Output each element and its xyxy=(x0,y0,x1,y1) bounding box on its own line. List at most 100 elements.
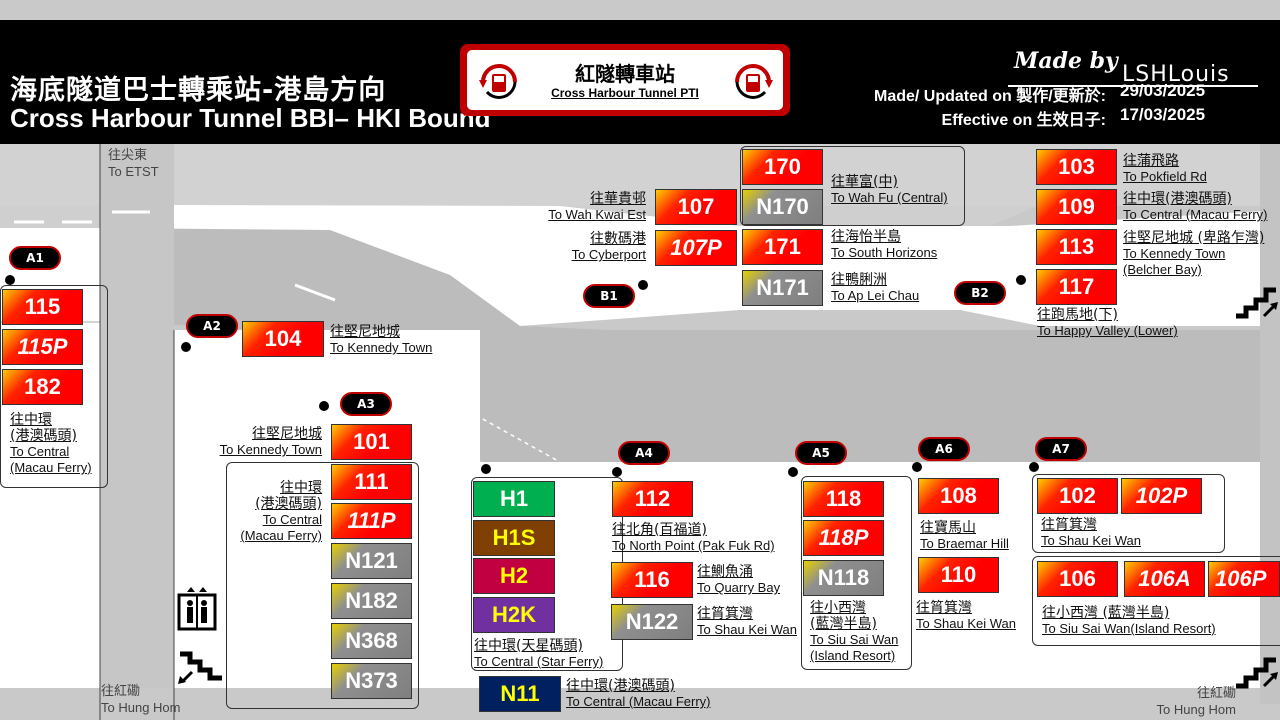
stop-a7: A7 xyxy=(1035,437,1087,461)
route-n118[interactable]: N118 xyxy=(803,560,884,596)
bus-u-turn-icon xyxy=(735,64,773,99)
bus-u-turn-icon xyxy=(479,64,517,99)
route-n170[interactable]: N170 xyxy=(742,189,823,225)
author-name: LSHLouis xyxy=(1122,62,1230,87)
stairs-icon xyxy=(1236,657,1278,689)
stop-a2-marker xyxy=(181,342,191,352)
route-102p[interactable]: 102P xyxy=(1121,478,1202,514)
stairs-icon xyxy=(178,651,222,684)
route-108[interactable]: 108 xyxy=(918,478,999,514)
stop-a2: A2 xyxy=(186,314,238,338)
stop-a5-group xyxy=(801,476,912,670)
route-111[interactable]: 111 xyxy=(331,464,412,500)
stop-a7-102-group xyxy=(1032,474,1225,553)
route-116[interactable]: 116 xyxy=(611,562,693,598)
stop-b2: B2 xyxy=(954,281,1006,305)
route-113[interactable]: 113 xyxy=(1036,229,1117,265)
route-106p[interactable]: 106P xyxy=(1208,561,1280,597)
stop-b1: B1 xyxy=(583,284,635,308)
route-171[interactable]: 171 xyxy=(742,229,823,265)
author-underline xyxy=(1008,85,1258,87)
route-n373[interactable]: N373 xyxy=(331,663,412,699)
route-111p[interactable]: 111P xyxy=(331,503,412,539)
route-107[interactable]: 107 xyxy=(655,189,737,225)
logo-title-zh: 紅隧轉車站 xyxy=(575,62,675,86)
stop-a1-group xyxy=(0,285,108,488)
made-by-label: Made by xyxy=(1014,48,1118,74)
stop-h-marker xyxy=(481,464,491,474)
stop-a4-marker xyxy=(612,467,622,477)
stop-a5: A5 xyxy=(795,441,847,465)
route-110[interactable]: 110 xyxy=(918,557,999,593)
stop-a3-marker xyxy=(319,401,329,411)
route-h2k[interactable]: H2K xyxy=(473,597,555,633)
route-107p[interactable]: 107P xyxy=(655,230,737,266)
route-112[interactable]: 112 xyxy=(612,481,693,517)
stop-a1-marker xyxy=(5,275,15,285)
b2-113-destination: 往堅尼地城 (卑路乍灣)To Kennedy Town(Belcher Bay) xyxy=(1123,230,1265,277)
route-101[interactable]: 101 xyxy=(331,424,412,460)
header-bar: 海底隧道巴士轉乘站-港島方向 Cross Harbour Tunnel BBI–… xyxy=(0,20,1280,144)
lift-icon xyxy=(177,587,217,631)
route-n368[interactable]: N368 xyxy=(331,623,412,659)
stop-a3: A3 xyxy=(340,392,392,416)
route-118[interactable]: 118 xyxy=(803,481,884,517)
effective-label: Effective on 生效日子: xyxy=(941,112,1106,129)
stop-a7-marker xyxy=(1029,462,1039,472)
stop-a4: A4 xyxy=(618,441,670,465)
route-170[interactable]: 170 xyxy=(742,149,823,185)
route-106a[interactable]: 106A xyxy=(1124,561,1205,597)
route-n182[interactable]: N182 xyxy=(331,583,412,619)
stop-a6: A6 xyxy=(918,437,970,461)
b2-109-destination: 往中環(港澳碼頭)To Central (Macau Ferry) xyxy=(1123,191,1268,222)
a7-106-destination: 往小西灣 (藍灣半島)To Siu Sai Wan(Island Resort) xyxy=(1042,605,1216,636)
route-103[interactable]: 103 xyxy=(1036,149,1117,185)
route-h1[interactable]: H1 xyxy=(473,481,555,517)
route-118p[interactable]: 118P xyxy=(803,520,884,556)
n11-destination: 往中環(港澳碼頭)To Central (Macau Ferry) xyxy=(566,678,711,709)
logo-title-en: Cross Harbour Tunnel PTI xyxy=(551,86,699,100)
route-102[interactable]: 102 xyxy=(1037,478,1118,514)
stop-b1-marker xyxy=(638,280,648,290)
route-182[interactable]: 182 xyxy=(2,369,83,405)
stop-b2-marker xyxy=(1016,275,1026,285)
updated-value: 29/03/2025 xyxy=(1120,81,1206,100)
route-106[interactable]: 106 xyxy=(1037,561,1118,597)
stop-a5-marker xyxy=(788,467,798,477)
route-104[interactable]: 104 xyxy=(242,321,324,357)
route-115p[interactable]: 115P xyxy=(2,329,83,365)
page-title-zh: 海底隧道巴士轉乘站-港島方向 xyxy=(10,75,387,106)
a1-destination: 往中環(港澳碼頭) To Central(Macau Ferry) xyxy=(10,412,92,475)
h-destination: 往中環(天星碼頭)To Central (Star Ferry) xyxy=(474,638,604,669)
stop-a1: A1 xyxy=(9,246,61,270)
route-h2[interactable]: H2 xyxy=(473,558,555,594)
route-n122[interactable]: N122 xyxy=(611,604,693,640)
route-n11[interactable]: N11 xyxy=(479,676,561,712)
route-n171[interactable]: N171 xyxy=(742,270,823,306)
route-n121[interactable]: N121 xyxy=(331,543,412,579)
pti-logo: 紅隧轉車站 Cross Harbour Tunnel PTI xyxy=(460,44,790,116)
route-h1s[interactable]: H1S xyxy=(473,520,555,556)
route-115[interactable]: 115 xyxy=(2,289,83,325)
b2-117-destination: 往跑馬地(下)To Happy Valley (Lower) xyxy=(1037,307,1178,338)
stop-a7-106-group xyxy=(1032,556,1280,646)
page-title-en: Cross Harbour Tunnel BBI– HKI Bound xyxy=(10,103,491,133)
effective-value: 17/03/2025 xyxy=(1120,105,1206,124)
route-117[interactable]: 117 xyxy=(1036,269,1117,305)
stairs-icon xyxy=(1236,287,1278,319)
a5-destination: 往小西灣(藍灣半島) To Siu Sai Wan(Island Resort) xyxy=(810,600,899,663)
route-109[interactable]: 109 xyxy=(1036,189,1117,225)
